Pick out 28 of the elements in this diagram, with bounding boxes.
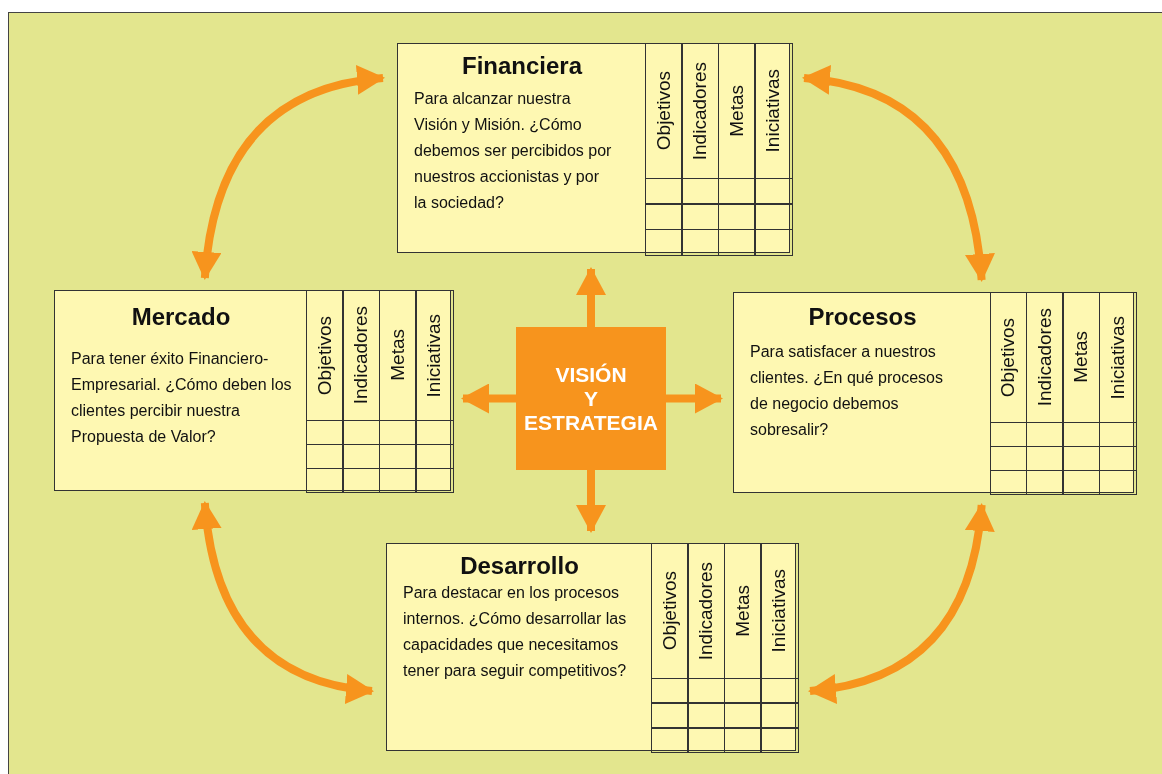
arrow [666,383,723,414]
arrow [576,267,606,327]
double-headed-arrow [802,66,994,282]
perspective-box [386,543,796,751]
double-headed-arrow [808,503,994,703]
arrow [461,383,516,414]
column-header: Iniciativas [754,42,793,179]
arrow [576,470,606,533]
perspective-title: Mercado [130,303,232,331]
perspective-title: Desarrollo [459,552,580,580]
column-header: Objetivos [305,289,344,421]
core-title: VISIÓN Y ESTRATEGIA [523,362,659,435]
perspective-question: Para tener éxito Financiero-Empresarial. ¿Cómo deben los clientes percibir nuestra Propuesta de Valor? [71,349,293,447]
perspective-title: Procesos [807,303,918,331]
perspective-question: Para destacar en los procesos internos. ¿Cómo desarrollar las capacidades que necesitamos tener para seguir competitivos? [403,583,628,681]
column-header: Iniciativas [760,542,799,679]
perspective-box [54,290,451,491]
double-headed-arrow [192,501,374,703]
double-headed-arrow [192,66,385,280]
perspective-box [733,292,1134,493]
column-header: Objetivos [644,42,683,179]
perspective-question: Para satisfacer a nuestros clientes. ¿En qué procesos de negocio debemos sobresalir? [750,342,944,440]
perspective-title: Financiera [460,52,584,80]
core-box [516,327,666,470]
column-header: Objetivos [650,542,689,679]
perspective-question: Para alcanzar nuestra Visión y Misión. ¿Cómo debemos ser percibidos por nuestros accionistas y por la sociedad? [414,89,613,213]
column-header: Iniciativas [415,289,454,421]
perspective-box [397,43,790,253]
